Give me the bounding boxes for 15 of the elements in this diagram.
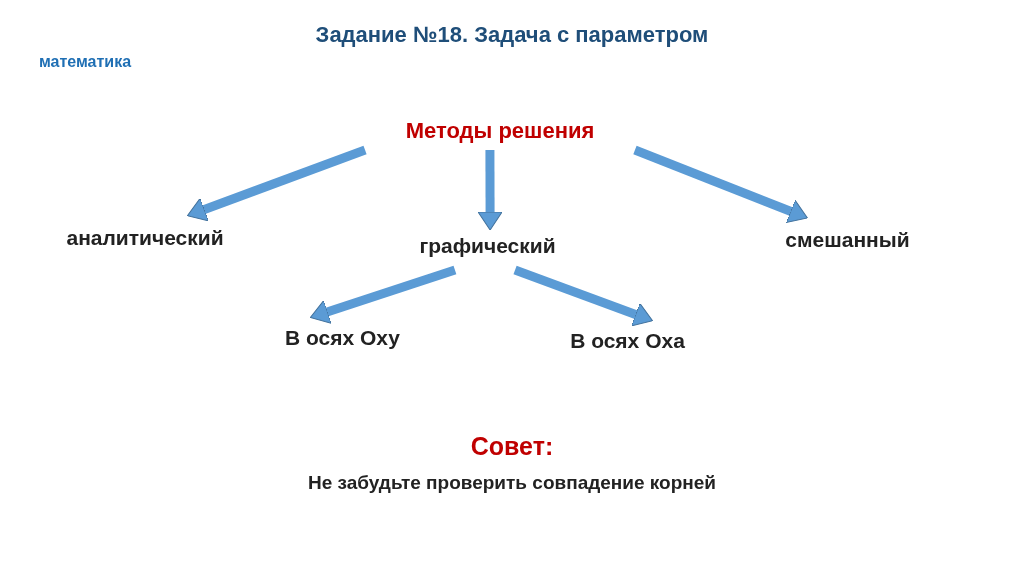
arrow — [633, 145, 808, 223]
method-label: В осях Оху — [285, 325, 400, 350]
heading-text: Методы решения — [405, 118, 595, 144]
method-label: смешанный — [785, 228, 910, 252]
arrow — [309, 265, 457, 324]
method-label: аналитический — [66, 226, 224, 250]
arrow — [186, 145, 367, 222]
arrow — [477, 150, 503, 231]
method-label: графический — [419, 234, 556, 258]
title: Задание №18. Задача с параметром — [314, 22, 710, 48]
subject-label: математика — [37, 53, 133, 71]
arrow — [513, 265, 653, 327]
method-label: В осях Оха — [570, 328, 685, 353]
tip-text: Не забудьте проверить совпадение корней — [306, 472, 718, 494]
tip-heading: Совет: — [469, 432, 555, 461]
